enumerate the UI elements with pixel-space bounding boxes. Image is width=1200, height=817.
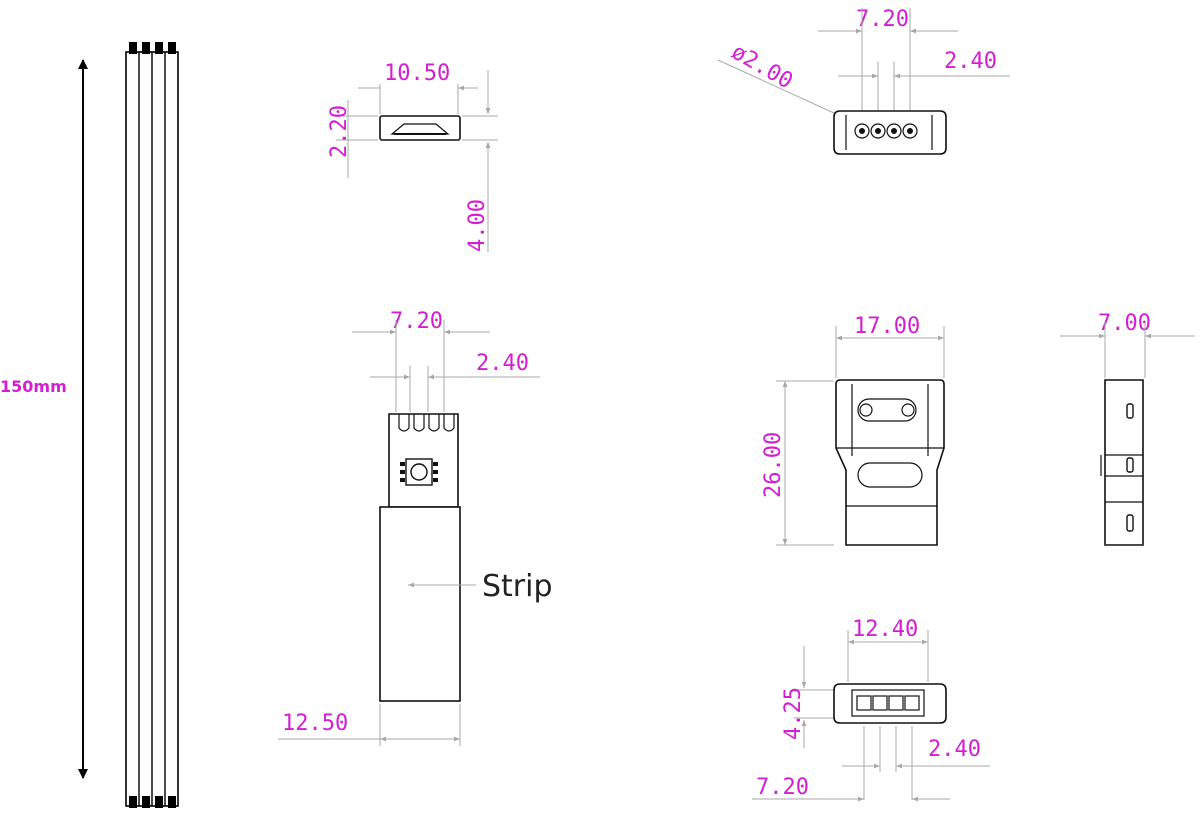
dim-bottom-pitch-total: 7.20 [756,775,809,800]
connector-bottom-outline [833,683,947,724]
strip-top-view: 10.50 2.20 4.00 [327,61,498,252]
connector-top-view: 17.00 26.00 [761,314,945,546]
dim-connector-width: 17.00 [854,314,920,339]
dim-connector-thickness: 7.00 [1098,311,1151,336]
dim-strip-offset: 4.00 [465,199,490,252]
cable-length-label: 150mm [0,377,67,396]
connector-side-outline [1104,379,1144,546]
dim-connector-height: 26.00 [761,432,786,498]
dim-connector-pin-pitch: 2.40 [944,49,997,74]
dim-bottom-pin-pitch: 2.40 [928,737,981,762]
connector-end-outline [833,110,947,155]
strip-body [379,506,461,702]
strip-label: Strip [482,569,553,604]
dim-bottom-height: 4.25 [781,687,806,740]
cable-wires [125,42,179,808]
dim-strip-height: 2.20 [327,105,352,158]
connector-bottom-view: 12.40 4.25 2.40 7.20 [752,617,990,802]
dim-strip-width: 10.50 [384,61,450,86]
connector-end-view: 7.20 2.40 ø2.00 [717,7,1010,155]
connector-side-view: 7.00 [1060,311,1195,546]
dim-bottom-width: 12.40 [852,617,918,642]
dim-strip-pin-pitch: 2.40 [476,351,529,376]
dim-hole-diameter: ø2.00 [727,40,797,95]
dim-strip-pitch-total: 7.20 [390,309,443,334]
dim-connector-pitch-total: 7.20 [856,7,909,32]
strip-end-outline [379,115,461,141]
strip-front-view: 7.20 2.40 Strip 12.50 [278,309,553,746]
ribbon-cable: 150mm [0,42,179,808]
dim-strip-front-width: 12.50 [282,711,348,736]
